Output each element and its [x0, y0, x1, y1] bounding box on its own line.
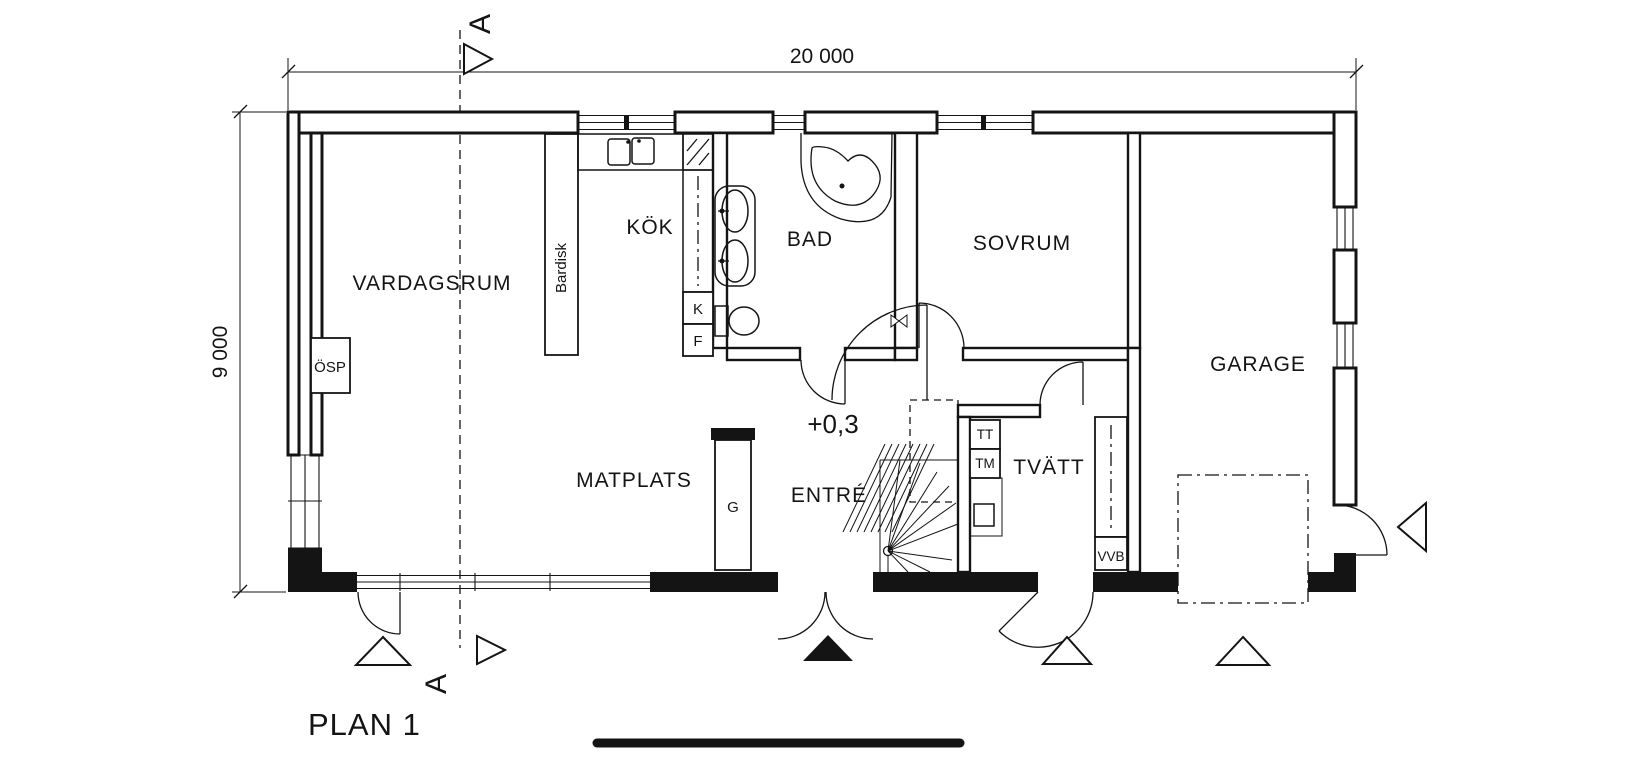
garage-side-door [1336, 504, 1388, 556]
section-line: A A [420, 14, 508, 694]
label-osp: ÖSP [314, 358, 346, 376]
doors [357, 302, 1388, 648]
garage-door-marker-icon [1214, 635, 1272, 666]
label-varmvattenberedare: VVB [1097, 549, 1124, 564]
dim-height-label: 9 000 [209, 326, 232, 379]
water-heater-box [1094, 536, 1128, 571]
windows [288, 114, 1356, 591]
hall-door [831, 304, 928, 401]
entrance-arrow-icon [803, 635, 853, 661]
window-mullion [981, 116, 986, 129]
tvatt-door [1039, 361, 1084, 406]
wardrobe [711, 428, 755, 571]
label-tvatt: TVÄTT [1013, 456, 1085, 479]
hob-icon [682, 133, 714, 171]
laundry-sink-icon [973, 503, 995, 527]
fireplace-box [310, 337, 351, 394]
label-bardisk: Bardisk [553, 242, 570, 293]
kitchen-sink-icon [607, 137, 655, 166]
bar-counter [544, 133, 579, 356]
entrance-double-door [777, 591, 874, 640]
section-arrow-bottom-icon [476, 634, 508, 666]
double-washbasin-icon [714, 185, 756, 287]
label-garage: GARAGE [1210, 353, 1306, 376]
washer-box [969, 448, 1001, 479]
terrace-door [357, 591, 401, 635]
section-arrow-top-icon [463, 42, 495, 76]
label-kok: KÖK [626, 216, 673, 239]
stair-pole-icon [882, 545, 894, 557]
terrace-door-marker-icon [353, 635, 413, 666]
door-markers [353, 500, 1427, 666]
label-torktumlare: TT [977, 427, 994, 442]
label-matplats: MATPLATS [576, 469, 692, 492]
dim-width-label: 20 000 [790, 45, 854, 68]
level-marker: +0,3 [807, 409, 858, 439]
staircase [842, 399, 959, 573]
laundry-exit-door [998, 591, 1094, 648]
valve-icon [890, 314, 908, 328]
window-mullion [624, 116, 629, 129]
bathroom-fixtures [714, 132, 908, 337]
label-garderob: G [727, 499, 739, 516]
laundry-fixtures [969, 416, 1128, 571]
fixture-labels: Bardisk ÖSP K F G TT TM VVB [314, 242, 1124, 564]
sovrum-door [918, 302, 965, 349]
exterior-walls [286, 110, 1358, 592]
page-title: PLAN 1 [308, 707, 421, 742]
wardrobe-cabinet [714, 439, 752, 571]
section-letter-bottom: A [420, 674, 453, 694]
fridge-cabinet [682, 291, 714, 325]
section-letter-top: A [464, 14, 497, 34]
kitchen-fixtures [544, 133, 714, 357]
label-vardagsrum: VARDAGSRUM [353, 272, 512, 295]
garage-parking-dashed [1177, 474, 1309, 604]
bad-door [800, 359, 846, 405]
side-door-marker-icon [1396, 500, 1427, 554]
label-frys: F [693, 333, 702, 350]
label-kyl: K [693, 301, 703, 318]
laundry-door-marker-icon [1040, 635, 1094, 665]
label-bad: BAD [787, 228, 833, 251]
corner-bathtub-icon [800, 132, 893, 223]
freezer-cabinet [682, 323, 714, 357]
stair-opening-dashed [909, 399, 959, 503]
label-sovrum: SOVRUM [973, 232, 1071, 255]
label-tvattmaskin: TM [975, 456, 995, 471]
room-labels: VARDAGSRUM KÖK BAD SOVRUM GARAGE MATPLAT… [353, 216, 1306, 507]
toilet-icon [714, 305, 760, 337]
label-entre: ENTRÉ [791, 484, 867, 507]
dimension-top: 20 000 [281, 45, 1364, 110]
dimension-left: 9 000 [209, 104, 286, 599]
